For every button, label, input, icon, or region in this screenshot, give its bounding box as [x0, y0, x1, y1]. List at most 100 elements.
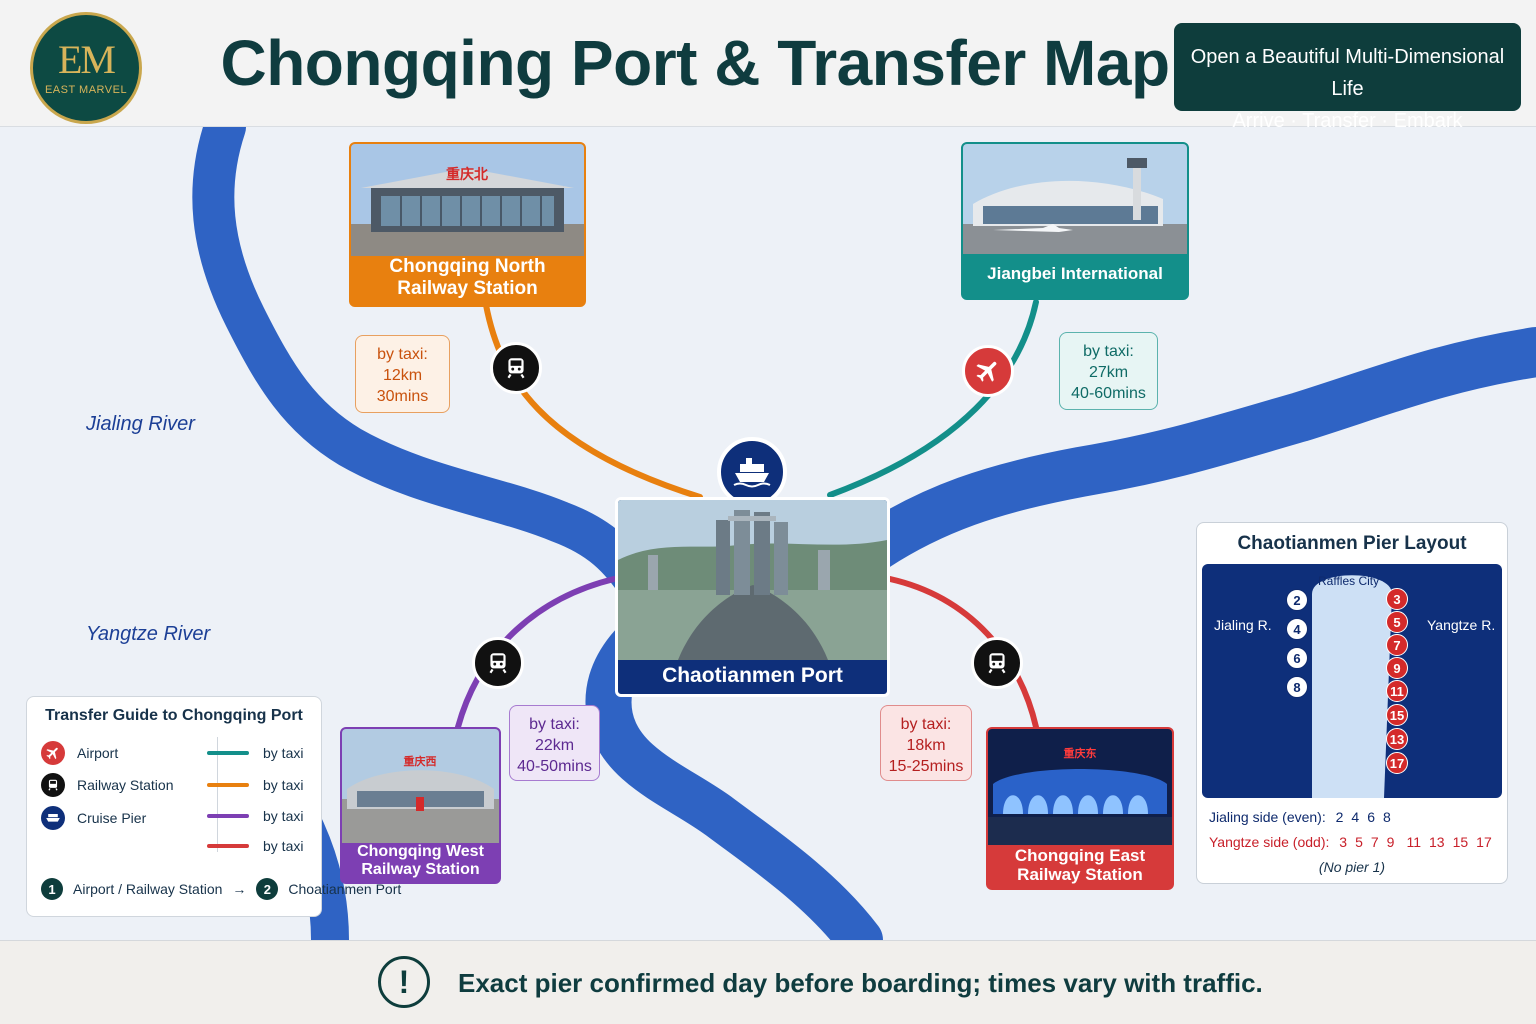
- jialing-river-label: Jialing River: [86, 413, 195, 435]
- step-2-badge: 2: [256, 878, 279, 900]
- pier-8: 8: [1286, 676, 1308, 698]
- port-label: Chaotianmen Port: [662, 664, 843, 687]
- legend-item-cruise: Cruise Pier: [41, 806, 146, 830]
- yangtze-side-label: Yangtze R.: [1427, 617, 1496, 633]
- airport-time: 40-60mins: [1071, 385, 1146, 402]
- pier-9: 9: [1386, 657, 1408, 679]
- route-airport: [827, 299, 1039, 498]
- exclamation-icon: !: [378, 956, 430, 1008]
- airplane-icon: [41, 741, 65, 765]
- even-pier-num: 4: [1351, 809, 1360, 825]
- pier-3: 3: [1386, 588, 1408, 610]
- legend-line-label: by taxi: [263, 838, 304, 854]
- odd-pier-num: 13: [1429, 834, 1445, 850]
- arrow-icon: →: [232, 881, 247, 897]
- slogan-line-1: Open a Beautiful Multi-Dimensional Life: [1190, 46, 1505, 100]
- pier-11: 11: [1386, 680, 1408, 702]
- jialing-side-label: Jialing R.: [1214, 617, 1272, 633]
- east-taxi-info: by taxi: 18km 15-25mins: [880, 705, 972, 781]
- line-swatch: [207, 814, 249, 818]
- train-icon: [41, 773, 65, 797]
- slogan-line-2: Arrive · Transfer · Embark: [1232, 110, 1463, 132]
- legend-line-label: by taxi: [263, 808, 304, 824]
- line-swatch: [207, 844, 249, 848]
- north-station-name-1: Chongqing North: [389, 256, 546, 277]
- airport-airplane-icon: [962, 345, 1014, 397]
- north-distance: 12km: [382, 367, 423, 384]
- legend-line-label: by taxi: [263, 745, 304, 761]
- legend-item-railway: Railway Station: [41, 773, 174, 797]
- page-title: Chongqing Port & Transfer Map: [220, 27, 1170, 99]
- legend-steps: 1 Airport / Railway Station → 2 Choatian…: [41, 878, 401, 900]
- legend-item-label: Airport: [77, 745, 119, 761]
- west-station-name-1: Chongqing West: [357, 843, 484, 860]
- airport-taxi-info: by taxi: 27km 40-60mins: [1059, 332, 1158, 410]
- legend-line-label: by taxi: [263, 777, 304, 793]
- east-station-photo: 重庆东: [988, 729, 1172, 845]
- pier-layout-panel: Chaotianmen Pier Layout Raffles City Jia…: [1196, 522, 1508, 884]
- footer: ! Exact pier confirmed day before boardi…: [0, 940, 1536, 1024]
- train-icon: [988, 653, 1006, 674]
- yangtze-side-text: Yangtze side (odd):: [1209, 834, 1330, 850]
- line-swatch: [207, 783, 249, 787]
- legend-line-orange: by taxi: [207, 777, 303, 793]
- airport-photo: [963, 144, 1187, 254]
- station-card-east[interactable]: 重庆东 Chongqing East Railway Station: [986, 727, 1174, 890]
- logo-mark: EM: [58, 37, 116, 82]
- east-time: 15-25mins: [888, 758, 964, 775]
- ship-icon: [41, 806, 65, 830]
- train-icon: [507, 358, 525, 379]
- west-train-icon: [472, 637, 524, 689]
- station-card-port[interactable]: Chaotianmen Port: [615, 497, 890, 697]
- north-station-name-2: Railway Station: [397, 278, 538, 299]
- east-station-name-1: Chongqing East: [1014, 846, 1146, 865]
- north-taxi-info: by taxi: 12km 30mins: [355, 335, 450, 413]
- pier-7: 7: [1386, 634, 1408, 656]
- pier-2: 2: [1286, 589, 1308, 611]
- east-station-label: Chongqing East Railway Station: [988, 841, 1172, 888]
- east-train-icon: [971, 637, 1023, 689]
- even-pier-num: 2: [1335, 809, 1344, 825]
- north-station-sign: 重庆北: [446, 166, 488, 183]
- station-card-airport[interactable]: Jiangbei International Airport: [961, 142, 1189, 300]
- station-card-north[interactable]: 重庆北 Chongqing North Railway Station: [349, 142, 586, 307]
- pier-diagram: Raffles City Jialing R. Yangtze R. 2 4 6…: [1202, 564, 1502, 798]
- west-station-name-2: Railway Station: [361, 861, 480, 878]
- odd-pier-num: 5: [1355, 834, 1363, 850]
- airport-distance: 27km: [1088, 364, 1129, 381]
- odd-pier-num: 9: [1386, 834, 1395, 850]
- legend-line-red: by taxi: [207, 838, 303, 854]
- route-east: [887, 576, 1039, 730]
- east-taxi-label: by taxi:: [900, 716, 952, 733]
- pier-4: 4: [1286, 618, 1308, 640]
- odd-pier-num: 17: [1476, 834, 1492, 850]
- train-icon: [489, 653, 507, 674]
- odd-pier-num: 3: [1339, 834, 1348, 850]
- pier-6: 6: [1286, 647, 1308, 669]
- north-time: 30mins: [376, 388, 429, 405]
- yangtze-river-label: Yangtze River: [86, 623, 211, 645]
- north-station-photo: 重庆北: [351, 144, 584, 256]
- east-station-sign: 重庆东: [1064, 746, 1097, 760]
- routes-layer: [455, 299, 1039, 730]
- step-2-label: Choatianmen Port: [288, 881, 402, 897]
- pier-note: (No pier 1): [1318, 859, 1386, 875]
- west-taxi-info: by taxi: 22km 40-50mins: [509, 705, 600, 781]
- north-station-label: Chongqing North Railway Station: [351, 250, 584, 305]
- odd-pier-num: 7: [1370, 834, 1379, 850]
- station-card-west[interactable]: 重庆西 Chongqing West Railway Station: [340, 727, 501, 884]
- west-distance: 22km: [534, 737, 575, 754]
- logo-text: EAST MARVEL: [44, 84, 128, 96]
- pier-title: Chaotianmen Pier Layout: [1237, 533, 1467, 554]
- odd-pier-num: 11: [1406, 834, 1421, 850]
- jialing-river: [192, 127, 661, 608]
- pier-13: 13: [1386, 728, 1408, 750]
- ship-icon: [733, 458, 771, 488]
- north-train-icon: [490, 342, 542, 394]
- route-west: [455, 576, 617, 730]
- east-distance: 18km: [906, 737, 946, 754]
- airport-label: Jiangbei International Airport: [987, 264, 1163, 283]
- legend-line-teal: by taxi: [207, 745, 303, 761]
